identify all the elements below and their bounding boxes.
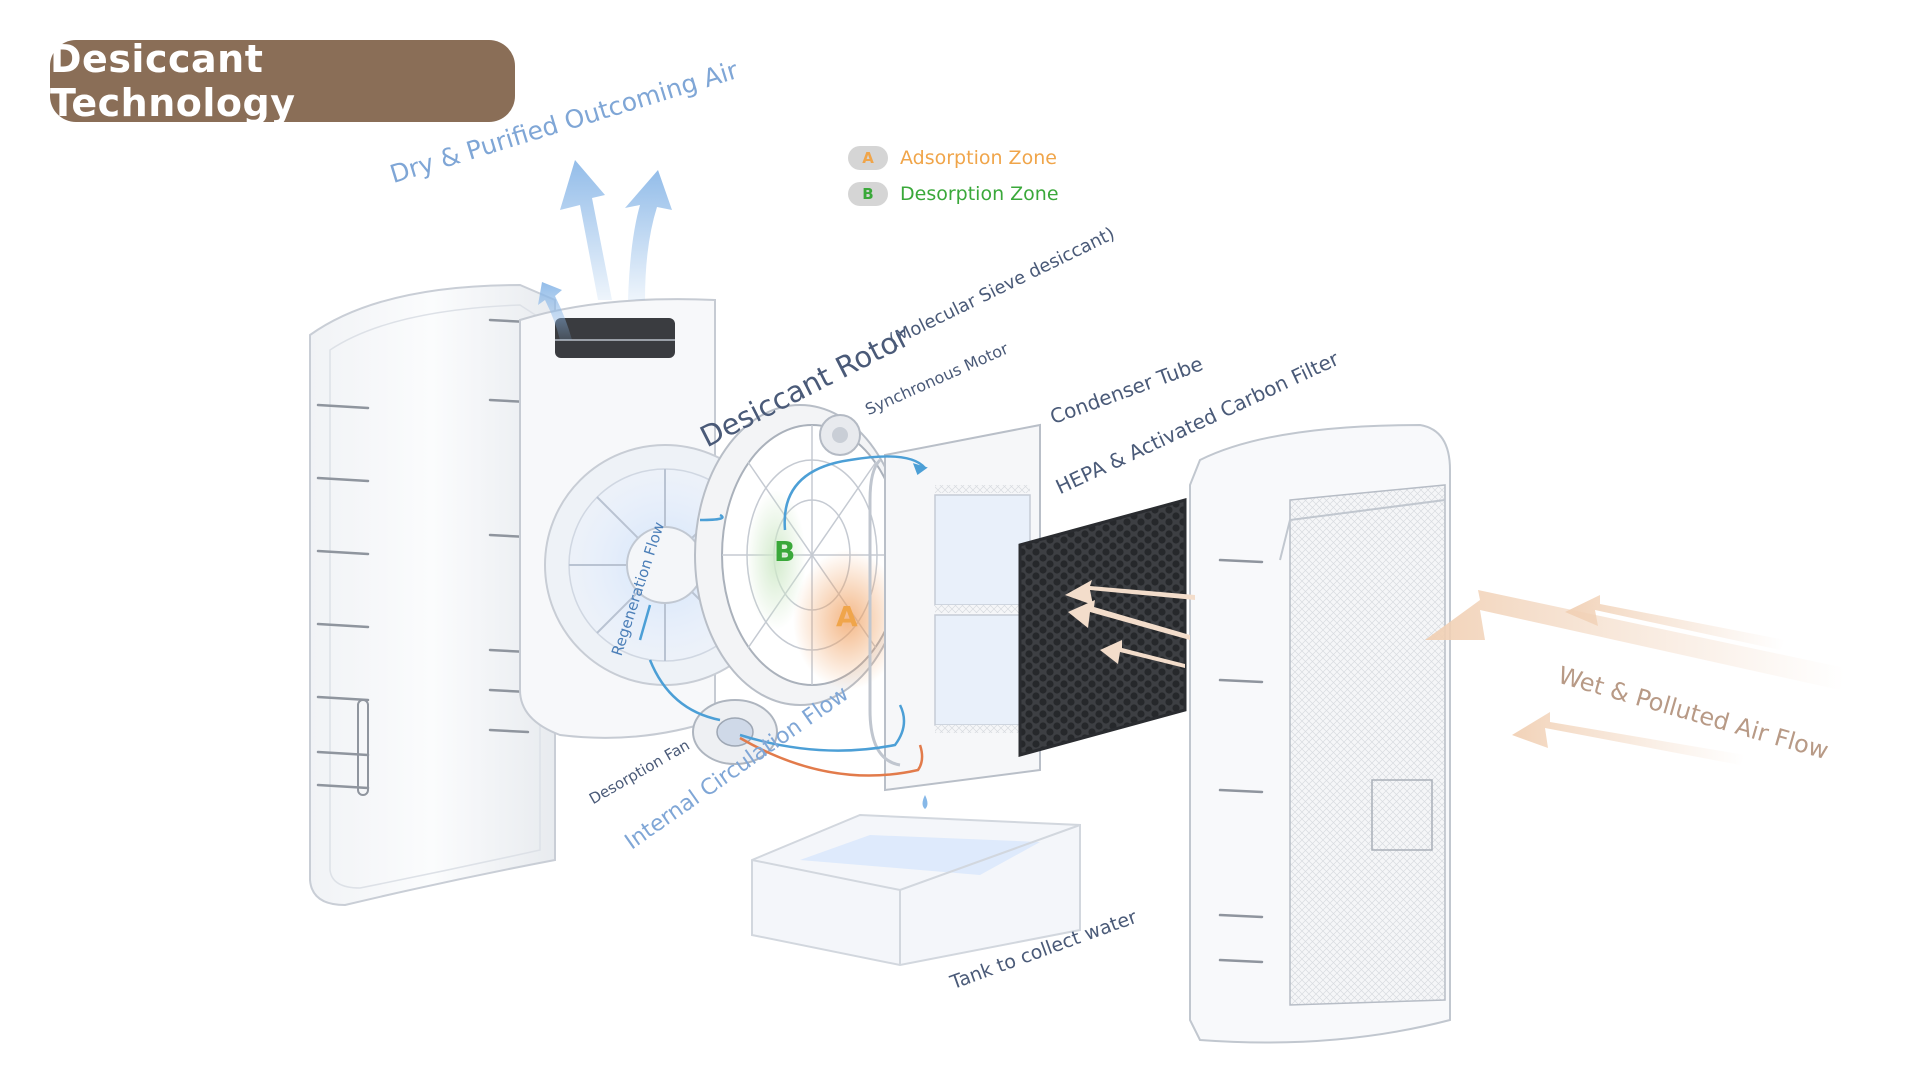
outflow-arrows xyxy=(538,160,672,340)
legend-item-desorption: B Desorption Zone xyxy=(848,176,1059,212)
legend-label-desorption: Desorption Zone xyxy=(900,183,1059,205)
zone-a-marker: A xyxy=(836,600,858,633)
legend-label-adsorption: Adsorption Zone xyxy=(900,147,1057,169)
water-tank xyxy=(751,795,1081,967)
zone-legend: A Adsorption Zone B Desorption Zone xyxy=(848,140,1059,212)
front-shell xyxy=(309,283,556,907)
desiccant-rotor xyxy=(694,404,906,706)
title-badge: Desiccant Technology xyxy=(50,37,515,125)
rear-housing xyxy=(1189,423,1451,1044)
zone-b-marker: B xyxy=(774,535,796,568)
inflow-arrows xyxy=(1425,590,1845,765)
hepa-filter xyxy=(1018,498,1187,757)
legend-chip-b: B xyxy=(848,182,888,206)
flow-lines xyxy=(638,455,928,777)
legend-item-adsorption: A Adsorption Zone xyxy=(848,140,1059,176)
condenser-part xyxy=(868,423,1041,792)
page-title: Desiccant Technology xyxy=(50,37,296,125)
filter-arrows xyxy=(1065,580,1195,668)
legend-chip-a: A xyxy=(848,146,888,170)
